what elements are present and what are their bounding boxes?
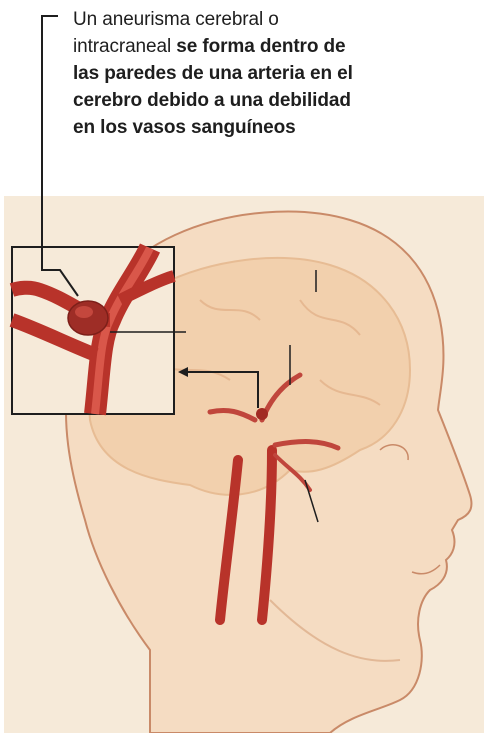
brain-fold-2 [299, 299, 361, 336]
arrow-head-icon [178, 367, 188, 377]
artery-right-descending [257, 445, 277, 625]
brain-fold-4 [319, 379, 381, 406]
lip-line [411, 564, 441, 575]
caption-normal: Un aneurisma cerebral o intracraneal [73, 9, 279, 57]
artery-left-descending [215, 455, 243, 625]
artery-branch-right [272, 439, 341, 451]
arrow-line [186, 371, 259, 408]
inset-artery [9, 243, 176, 416]
caption-leader-line [41, 15, 79, 297]
jaw-line [269, 599, 401, 662]
caption-text: Un aneurisma cerebral o intracraneal se … [73, 6, 373, 141]
artery-branch-left [207, 407, 258, 423]
brain-fold-1 [199, 299, 261, 321]
aneurysm-small [256, 408, 268, 420]
pointer-line-low [304, 479, 319, 523]
caption-bold: se forma dentro de las paredes de una ar… [73, 36, 353, 138]
ear-outline [379, 444, 409, 461]
